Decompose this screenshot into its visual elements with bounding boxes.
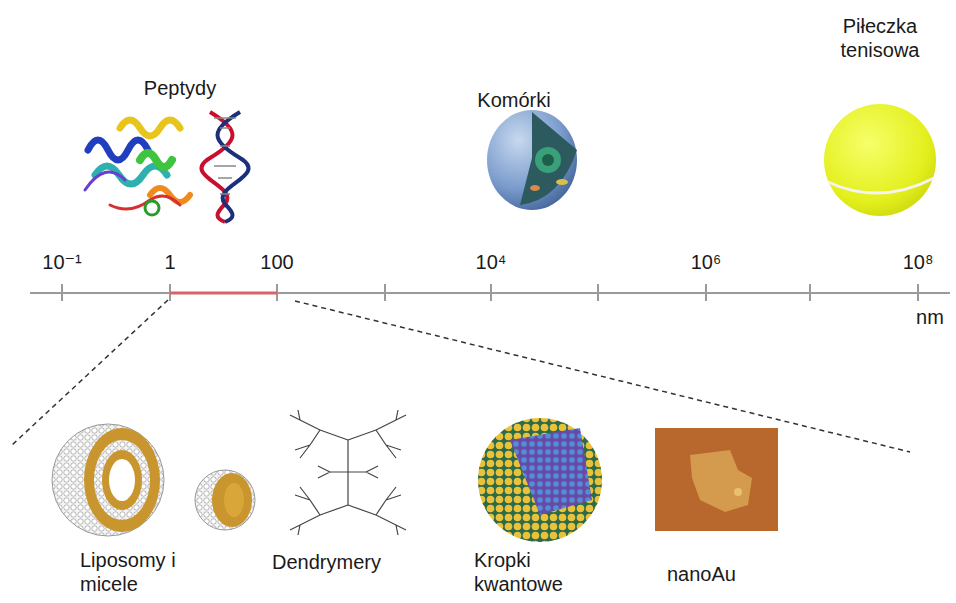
nano-range	[170, 292, 277, 295]
tick-label: 10⁻¹	[32, 250, 92, 274]
object-label: Dendrymery	[272, 550, 412, 574]
nanoau-picture	[655, 428, 778, 531]
unit-label: nm	[910, 305, 950, 329]
quantum-dot-picture	[478, 418, 602, 542]
object-label: nanoAu	[667, 562, 767, 586]
object-label: Piłeczka tenisowa	[825, 14, 935, 62]
tick-label: 10⁴	[461, 250, 521, 274]
tick-label: 10⁶	[676, 250, 736, 274]
dna-picture	[201, 112, 248, 222]
object-label: Peptydy	[125, 76, 235, 100]
object-label: Kropki kwantowe	[474, 548, 584, 596]
scale-axis	[30, 284, 950, 301]
protein-picture	[85, 120, 190, 215]
cell-picture	[487, 110, 577, 210]
dendrimer-picture	[290, 410, 406, 535]
tennis-ball-picture	[824, 104, 936, 216]
tick-label: 10⁸	[888, 250, 948, 274]
tick-label: 100	[247, 250, 307, 274]
liposome-picture	[52, 424, 255, 536]
object-label: Liposomy i micele	[80, 548, 200, 596]
object-label: Komórki	[459, 88, 569, 112]
tick-label: 1	[150, 250, 190, 274]
